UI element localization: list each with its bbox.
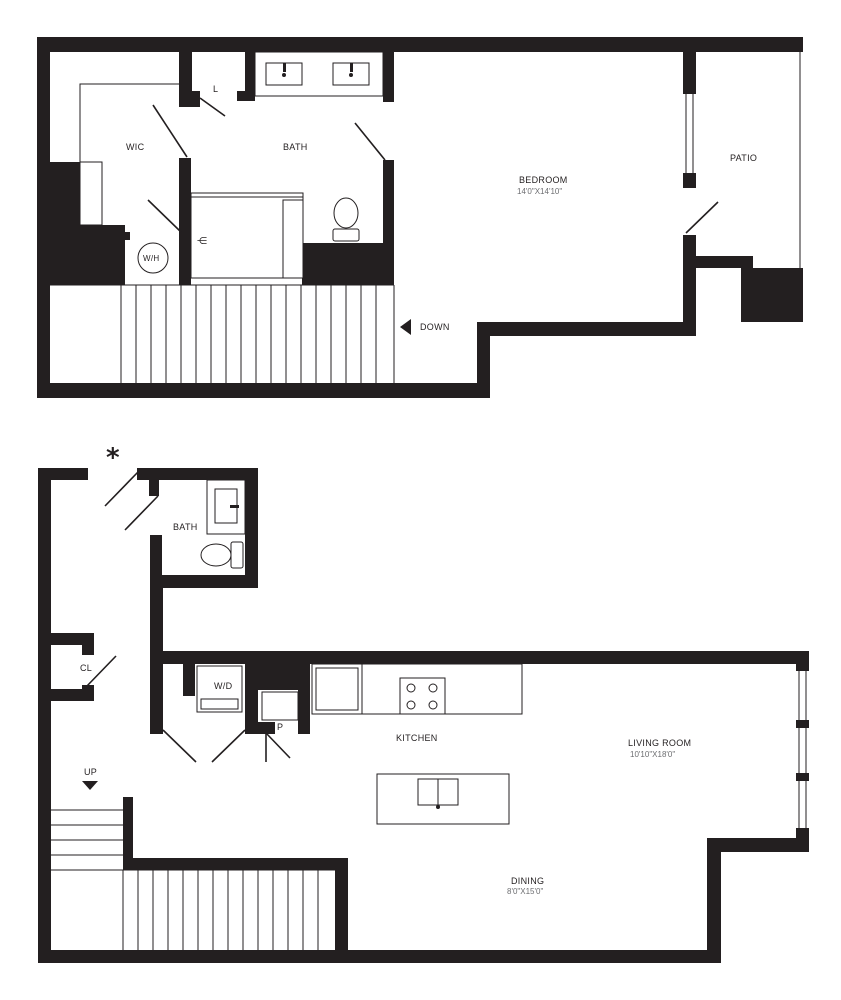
up-label: UP bbox=[84, 767, 97, 777]
wic-label: WIC bbox=[126, 142, 145, 152]
cooktop-icon bbox=[399, 677, 446, 715]
wic-entry-door[interactable] bbox=[152, 104, 188, 158]
entry-door-2[interactable] bbox=[124, 495, 159, 531]
shower-bench bbox=[282, 199, 304, 279]
patio-label: PATIO bbox=[730, 153, 757, 163]
dining-label: DINING bbox=[511, 876, 544, 886]
shower-head-icon: ⋲ bbox=[197, 236, 207, 247]
lower-bath-label: BATH bbox=[173, 522, 198, 532]
upper-stairs bbox=[50, 284, 395, 383]
down-label: DOWN bbox=[420, 322, 450, 332]
dining-dim: 8'0"X15'0" bbox=[507, 887, 543, 896]
living-room-label: LIVING ROOM bbox=[628, 738, 691, 748]
wic-door[interactable] bbox=[147, 199, 182, 233]
laundry-door-right[interactable] bbox=[211, 729, 246, 763]
lower-floor: * bbox=[38, 443, 809, 963]
closet-label: CL bbox=[80, 663, 92, 673]
patio-door[interactable] bbox=[685, 201, 719, 234]
upper-outer-walls bbox=[37, 37, 803, 398]
pantry-label: P bbox=[277, 722, 283, 732]
bath-label: BATH bbox=[283, 142, 308, 152]
linen-label: L bbox=[213, 84, 218, 94]
down-arrow-icon bbox=[400, 319, 411, 335]
pantry-shelf bbox=[261, 691, 299, 721]
laundry-door-left[interactable] bbox=[162, 729, 197, 763]
entry-star-icon: * bbox=[106, 443, 120, 473]
linen-door[interactable] bbox=[199, 97, 226, 117]
water-heater-label: W/H bbox=[143, 254, 159, 263]
up-arrow-icon bbox=[82, 781, 98, 790]
bath-door[interactable] bbox=[354, 122, 386, 161]
lower-outer-walls bbox=[38, 468, 809, 963]
living-room-dim: 10'10"X18'0" bbox=[630, 750, 675, 759]
washer-dryer-label: W/D bbox=[214, 681, 233, 691]
upper-interior-walls bbox=[50, 52, 394, 285]
wic-bench bbox=[79, 161, 103, 226]
bedroom-dim: 14'0"X14'10" bbox=[517, 187, 562, 196]
upper-floor: WIC W/H L BATH ⋲ BEDROOM 14'0"X14'10" PA… bbox=[37, 37, 803, 398]
kitchen-label: KITCHEN bbox=[396, 733, 438, 743]
toilet-icon bbox=[333, 197, 359, 229]
entry-door[interactable] bbox=[104, 471, 139, 507]
lower-stairs bbox=[51, 809, 335, 950]
bedroom-label: BEDROOM bbox=[519, 175, 568, 185]
washer-dryer-icon bbox=[196, 665, 243, 713]
closet-door[interactable] bbox=[85, 655, 117, 688]
refrigerator bbox=[311, 663, 363, 715]
water-heater-icon bbox=[137, 242, 169, 274]
lower-toilet-icon bbox=[200, 543, 232, 567]
wic-shelf bbox=[79, 83, 179, 162]
